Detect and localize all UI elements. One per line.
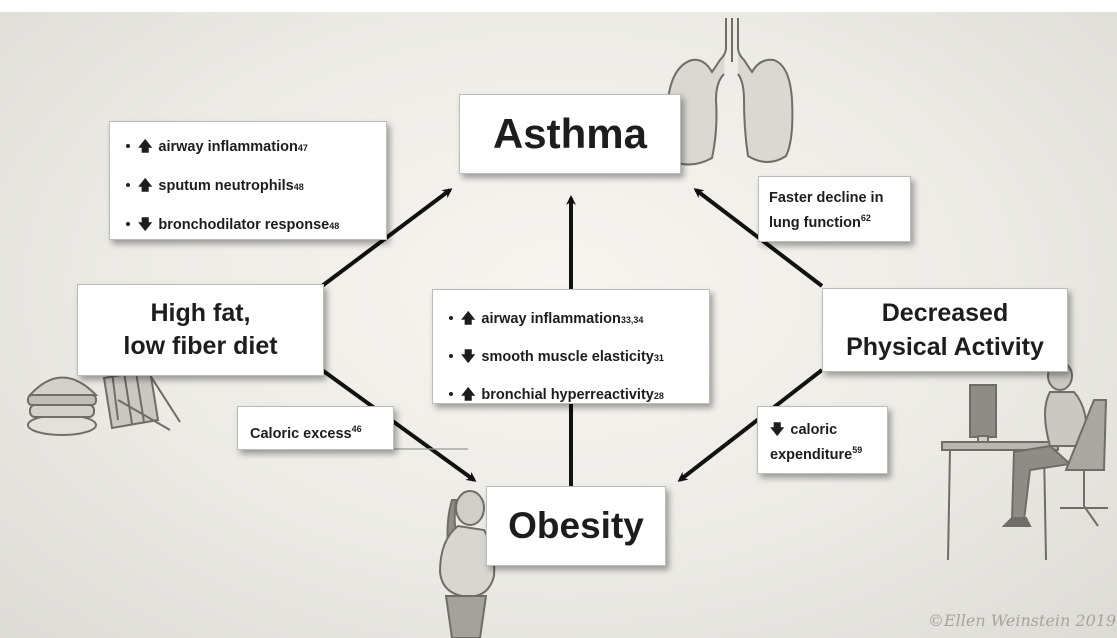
effect-text: bronchial hyperreactivity xyxy=(481,387,653,403)
obesity-label: Obesity xyxy=(508,505,644,547)
caloric-expenditure-box: 🡇 caloric expenditure59 xyxy=(757,406,888,474)
effect-text: airway inflammation xyxy=(481,311,620,327)
reference-number: 31 xyxy=(654,353,664,363)
asthma-label: Asthma xyxy=(493,110,647,158)
reference-number: 28 xyxy=(654,391,664,401)
reference-number: 59 xyxy=(852,445,862,455)
effect-text: sputum neutrophils xyxy=(158,178,293,194)
reference-number: 48 xyxy=(294,182,304,192)
activity-node: Decreased Physical Activity xyxy=(822,288,1068,372)
bullet-icon xyxy=(449,316,453,320)
reference-number: 62 xyxy=(861,213,871,223)
effect-text: smooth muscle elasticity xyxy=(481,349,653,365)
up-arrow-icon: 🡅 xyxy=(138,175,152,199)
bullet-icon xyxy=(449,354,453,358)
lung-function-box: Faster decline in lung function62 xyxy=(758,176,911,242)
diet-label-line2: low fiber diet xyxy=(123,330,277,363)
artist-signature: ©Ellen Weinstein 2019 xyxy=(928,611,1116,630)
bullet-icon xyxy=(126,222,130,226)
bullet-icon xyxy=(126,144,130,148)
obesity-node: Obesity xyxy=(486,486,666,566)
bullet-icon xyxy=(126,183,130,187)
down-arrow-icon: 🡇 xyxy=(461,346,475,370)
effect-text: bronchodilator response xyxy=(158,217,329,233)
reference-number: 48 xyxy=(329,221,339,231)
lung-function-line1: Faster decline in xyxy=(769,188,910,208)
caloric-expenditure-line2: expenditure xyxy=(770,447,852,463)
caloric-expenditure-line1: caloric xyxy=(790,422,837,438)
down-arrow-icon: 🡇 xyxy=(770,419,784,439)
bullet-icon xyxy=(449,392,453,396)
asthma-node: Asthma xyxy=(459,94,681,174)
diet-label-line1: High fat, xyxy=(151,297,251,330)
reference-number: 46 xyxy=(352,424,362,434)
caloric-excess-text: Caloric excess xyxy=(250,426,352,442)
down-arrow-icon: 🡇 xyxy=(138,214,152,238)
lung-function-line2: lung function xyxy=(769,215,861,231)
up-arrow-icon: 🡅 xyxy=(461,384,475,408)
caloric-excess-box: Caloric excess46 xyxy=(237,406,394,450)
effect-text: airway inflammation xyxy=(158,139,297,155)
reference-number: 33,34 xyxy=(621,315,644,325)
up-arrow-icon: 🡅 xyxy=(461,308,475,332)
up-arrow-icon: 🡅 xyxy=(138,136,152,160)
activity-label-line2: Physical Activity xyxy=(846,330,1044,364)
diet-node: High fat, low fiber diet xyxy=(77,284,324,376)
reference-number: 47 xyxy=(298,143,308,153)
activity-label-line1: Decreased xyxy=(882,296,1008,330)
